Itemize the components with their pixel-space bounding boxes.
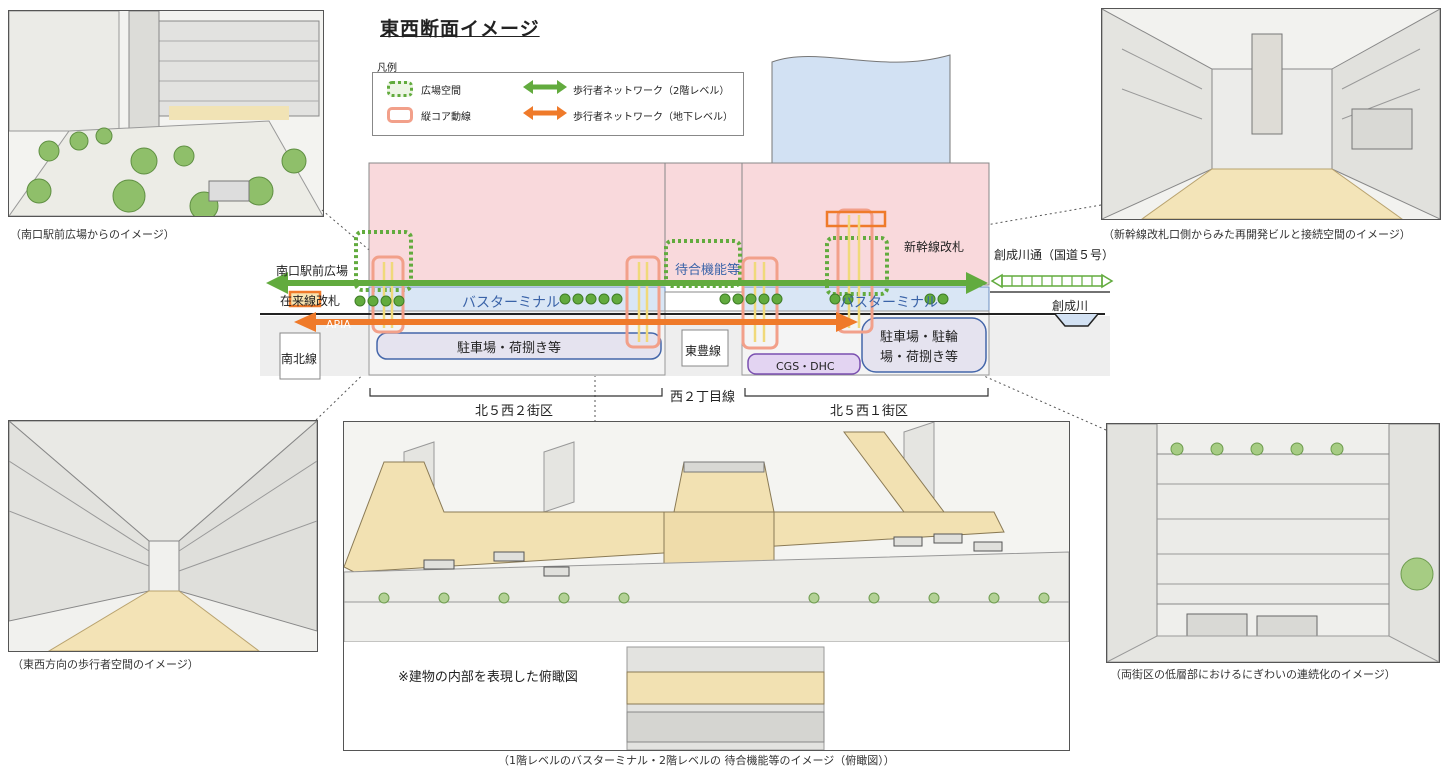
label-bus-terminal-east: バスターミナル: [840, 295, 938, 311]
legend-net2f-label: 歩行者ネットワーク（2階レベル）: [573, 86, 730, 97]
parking-west: [376, 332, 662, 360]
sketch-low-floors: [1106, 423, 1440, 663]
sketch-east-west-walkway-drawing: [9, 421, 317, 651]
legend-core-label: 縦コア動線: [421, 112, 471, 123]
sosei-river: [1054, 313, 1099, 327]
label-south-plaza: 南口駅前広場: [276, 264, 349, 278]
sketch-low-floors-drawing: [1107, 424, 1439, 662]
conventional-gate-box: [288, 290, 322, 308]
caption-low-floors: （両街区の低層部におけるにぎわいの連続化のイメージ）: [1110, 668, 1396, 681]
label-block-east: 北５西１街区: [830, 404, 909, 419]
legend-heading: 凡例: [377, 63, 397, 74]
label-shinkansen-gate: 新幹線改札: [904, 240, 965, 254]
parking-east: [861, 317, 987, 373]
legend-netb1-label: 歩行者ネットワーク（地下レベル）: [573, 112, 733, 123]
label-sosei-street: 創成川通（国道５号）: [994, 248, 1115, 262]
nanboku-line-box: [279, 332, 321, 380]
toho-line-box: [681, 329, 729, 367]
label-parking-west: 駐車場・荷捌き等: [457, 341, 562, 356]
aerial-view: [343, 421, 1070, 751]
caption-shinkansen-gate: （新幹線改札口側からみた再開発ビルと接続空間のイメージ）: [1103, 228, 1411, 241]
label-conventional-gate: 在来線改札: [280, 294, 341, 308]
legend-plaza-label: 広場空間: [421, 86, 461, 97]
sketch-south-plaza-drawing: [9, 11, 323, 216]
plaza-shinkansen: [825, 236, 889, 296]
legend-arrow-green: [523, 80, 567, 94]
label-waiting: 待合機能等: [675, 263, 741, 278]
cgs-box: [747, 353, 861, 375]
level1-middle: [664, 291, 743, 312]
label-block-west: 北５西２街区: [475, 404, 554, 419]
legend: 凡例 広場空間 縦コア動線 歩行者ネットワーク（2階レベル） 歩行者ネットワーク…: [372, 63, 744, 136]
label-parking-east-2: 場・荷捌き等: [880, 350, 959, 365]
building-middle: [664, 162, 743, 286]
legend-plaza-symbol: [387, 81, 413, 97]
core-2: [625, 255, 661, 349]
label-parking-east-1: 駐車場・駐輪: [880, 330, 959, 345]
label-bus-terminal-west: バスターミナル: [462, 295, 560, 311]
label-nanboku: 南北線: [281, 352, 318, 366]
legend-arrow-orange: [523, 106, 567, 120]
sketch-south-plaza: [8, 10, 324, 217]
aerial-note: ※建物の内部を表現した俯瞰図: [398, 670, 578, 685]
caption-east-west-walkway: （東西方向の歩行者空間のイメージ）: [12, 658, 199, 671]
sketch-shinkansen-gate-drawing: [1102, 9, 1440, 219]
label-toho: 東豊線: [685, 344, 722, 358]
label-sosei-river: 創成川: [1052, 299, 1089, 313]
tower: [771, 54, 951, 169]
label-road-nishi2: 西２丁目線: [670, 390, 736, 405]
caption-aerial-view: （1階レベルのバスターミナル・2階レベルの 待合機能等のイメージ（俯瞰図））: [498, 754, 895, 767]
building-west: [368, 162, 666, 286]
label-apia: APIA: [326, 318, 351, 331]
building-east: [741, 162, 990, 286]
cross-section: [260, 54, 1114, 397]
sketch-shinkansen-gate: [1101, 8, 1441, 220]
caption-south-plaza: （南口駅前広場からのイメージ）: [10, 228, 175, 241]
shinkansen-gate-box: [825, 210, 887, 228]
aerial-view-drawing: [344, 422, 1069, 750]
sketch-east-west-walkway: [8, 420, 318, 652]
core-1: [371, 255, 405, 334]
legend-core-symbol: [387, 107, 413, 123]
page-title: 東西断面イメージ: [380, 18, 540, 40]
core-4: [836, 208, 874, 334]
label-cgs: CGS・DHC: [776, 360, 835, 373]
